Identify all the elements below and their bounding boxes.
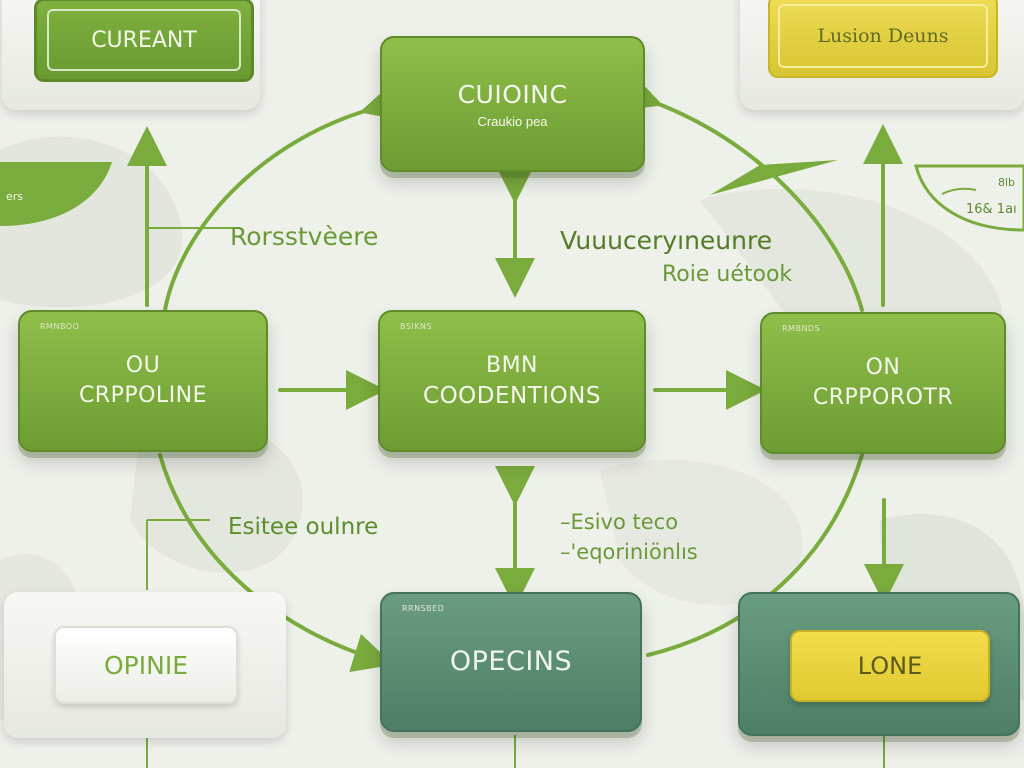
mid-right-node-tag: RMBNDS xyxy=(782,324,821,333)
edge-left-tab xyxy=(0,162,112,226)
label-left-top: Rorsstvèere xyxy=(230,222,379,251)
top-center-node-subtitle: Craukio pea xyxy=(477,113,548,129)
node-inner-border xyxy=(47,9,241,71)
top-center-node[interactable]: CUIOINC Craukio pea xyxy=(380,36,645,172)
mid-left-node-tag: RMNBOO xyxy=(40,322,80,331)
mid-center-node-tag: BSIKNS xyxy=(400,322,433,331)
top-left-panel: CUREANT xyxy=(2,0,260,110)
mid-center-node-line1: BMN xyxy=(485,353,539,378)
edge-right-tab xyxy=(914,164,1024,232)
mid-left-node-line1: OU xyxy=(125,353,161,378)
bottom-left-node[interactable]: OPINIE xyxy=(54,626,238,704)
edge-right-text-line1: 8lb xyxy=(998,176,1016,189)
label-right-bottom-line1: –Esivo teco xyxy=(560,510,679,534)
bottom-left-node-label: OPINIE xyxy=(104,650,188,680)
top-right-panel: Lusion Deuns xyxy=(740,0,1024,110)
bottom-right-panel: LONE xyxy=(738,592,1020,736)
label-left-bottom: Esitee oulnre xyxy=(228,514,379,540)
edge-right-text-line2: 16& 1aı xyxy=(966,202,1017,217)
bottom-left-panel: OPINIE xyxy=(4,592,286,738)
bottom-right-node-label: LONE xyxy=(857,652,923,680)
label-right-bottom-line2: –'eqoriniönlıs xyxy=(560,540,698,564)
mid-center-node[interactable]: BSIKNS BMN COODENTIONS xyxy=(378,310,646,452)
top-left-node[interactable]: CUREANT xyxy=(34,0,254,82)
mid-left-node[interactable]: RMNBOO OU CRPPOLINE xyxy=(18,310,268,452)
top-right-node-label: Lusion Deuns xyxy=(817,25,949,47)
edge-left-text: ers xyxy=(6,190,24,203)
mid-right-node[interactable]: RMBNDS ON CRPPOROTR xyxy=(760,312,1006,454)
mid-right-node-line1: ON xyxy=(865,355,901,380)
bottom-center-node-tag: RRNSBED xyxy=(402,604,445,613)
node-inner-border xyxy=(778,4,988,68)
mid-center-node-line2: COODENTIONS xyxy=(423,383,601,409)
bottom-right-node[interactable]: LONE xyxy=(790,630,990,702)
mid-left-node-line2: CRPPOLINE xyxy=(78,383,208,408)
top-right-node[interactable]: Lusion Deuns xyxy=(768,0,998,78)
top-left-node-label: CUREANT xyxy=(91,27,197,53)
label-right-top-line1: Vuuuceryıneunre xyxy=(560,226,773,255)
mid-right-node-line2: CRPPOROTR xyxy=(812,385,954,410)
bottom-center-node[interactable]: RRNSBED OPECINS xyxy=(380,592,642,732)
label-right-top-line2: Roie uétook xyxy=(662,262,793,287)
top-center-node-title: CUIOINC xyxy=(457,79,568,109)
bottom-center-node-label: OPECINS xyxy=(449,646,573,677)
